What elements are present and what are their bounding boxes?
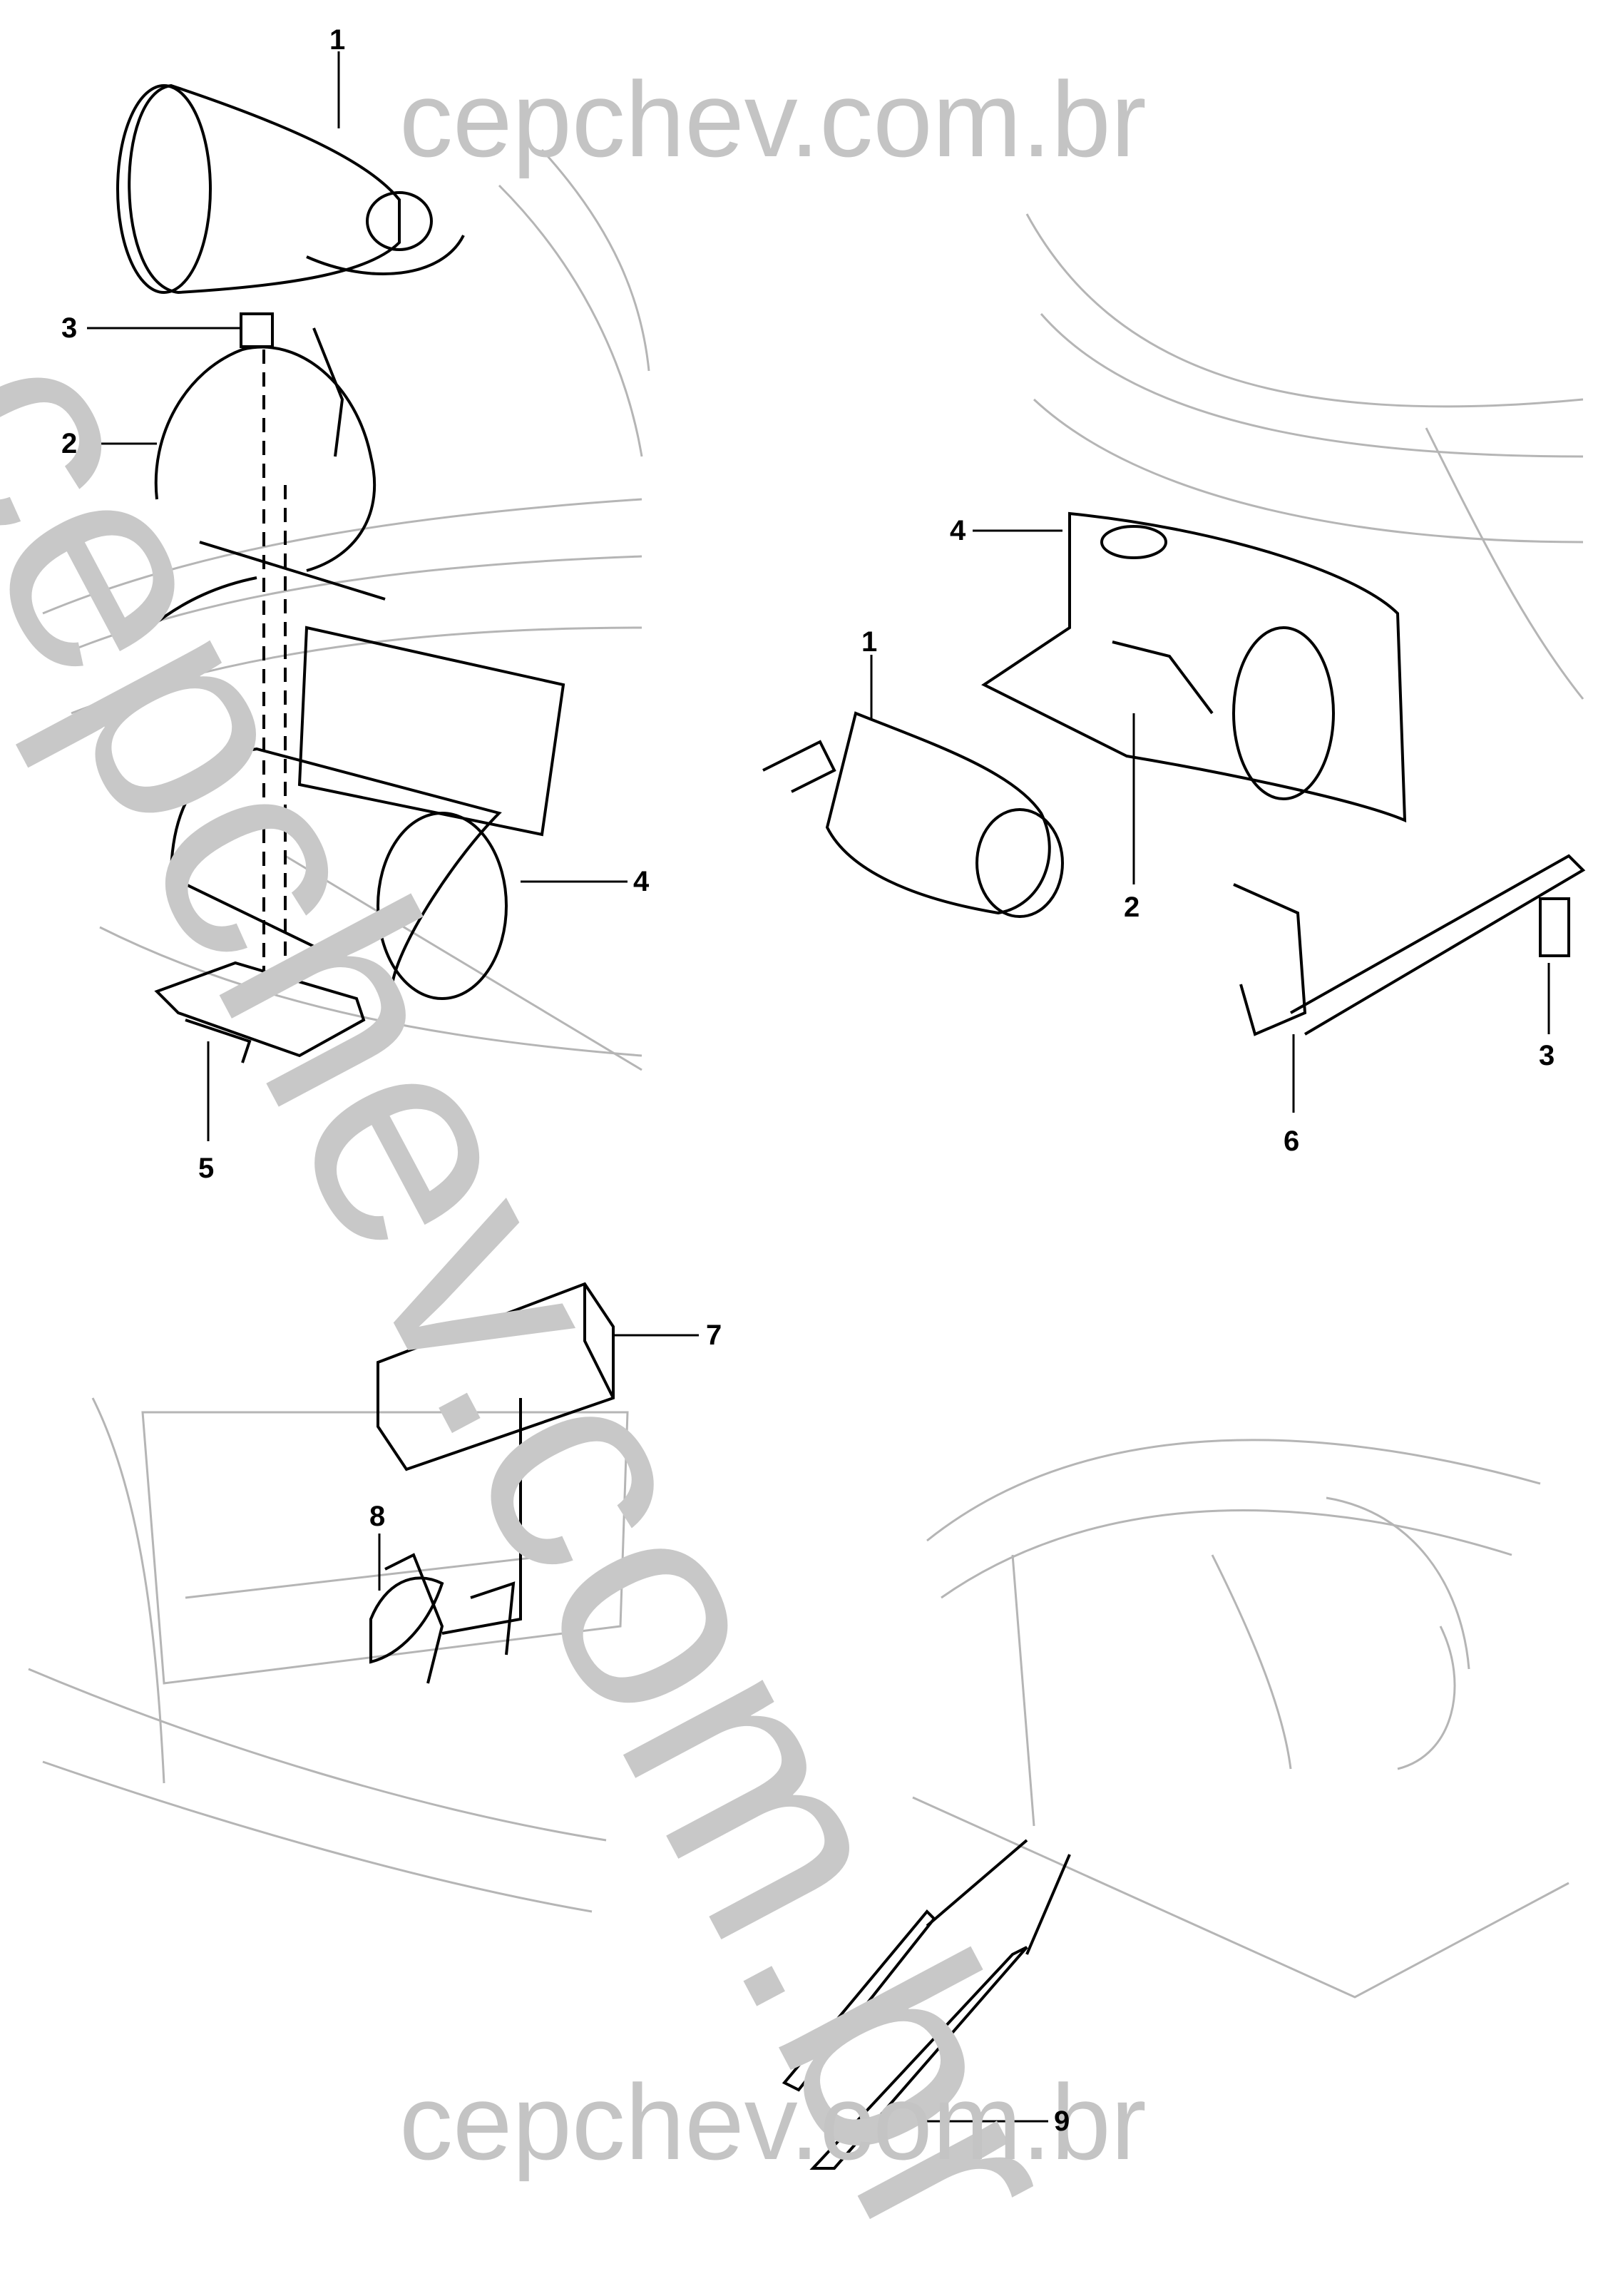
parts-lines [116, 83, 1586, 2170]
callout-bl-7: 7 [706, 1320, 722, 1351]
callout-tl-4: 4 [633, 866, 650, 897]
callout-bl-8: 8 [369, 1501, 386, 1532]
callout-tr-4: 4 [950, 515, 966, 546]
diagram-artwork [28, 51, 1586, 2170]
watermark-bottom: cepchev.com.br [399, 2062, 1147, 2182]
callout-tl-3: 3 [61, 312, 78, 344]
callout-tl-2: 2 [61, 428, 78, 459]
callout-tr-6: 6 [1284, 1126, 1300, 1157]
leader-lines [87, 51, 1550, 2123]
parts-diagram: cepchev.com.br cepchev.com.br cepchev.co… [0, 24, 1586, 2296]
callout-tr-3: 3 [1539, 1040, 1555, 1071]
callout-tl-5: 5 [198, 1153, 215, 1184]
callout-tl-1: 1 [329, 24, 346, 56]
watermark-top: cepchev.com.br [399, 59, 1147, 179]
callout-tr-2: 2 [1124, 892, 1140, 923]
callout-br-9: 9 [1054, 2106, 1070, 2137]
vehicle-background-lines [28, 148, 1584, 1999]
callout-tr-1: 1 [861, 626, 878, 658]
